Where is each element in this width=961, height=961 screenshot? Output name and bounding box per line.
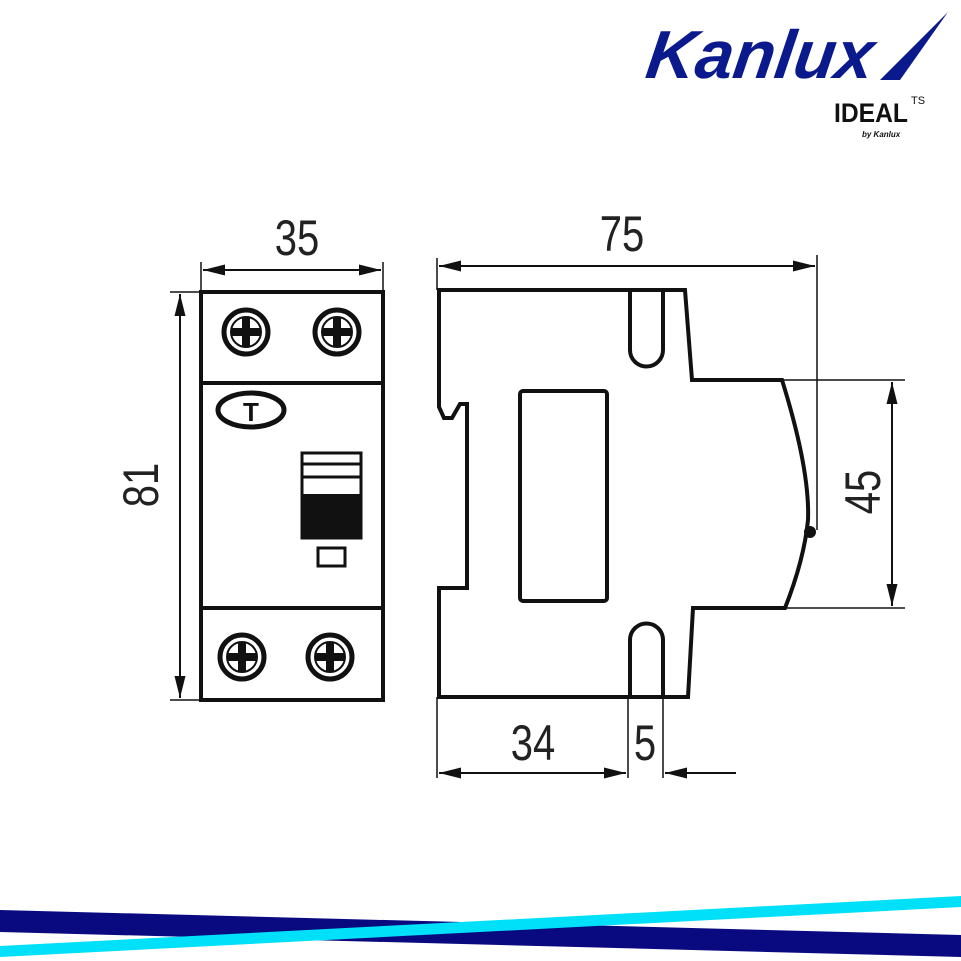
ideal-ts-mark: TS [911,95,925,107]
label-window [518,389,609,603]
dimension-75: 75 [436,206,818,530]
svg-text:45: 45 [835,470,891,514]
ideal-logo: IDEAL TS by Kanlux [834,95,925,139]
svg-text:5: 5 [634,715,656,771]
svg-text:81: 81 [113,463,169,507]
screw-icon [305,632,355,682]
dimension-45: 45 [782,379,905,609]
screw-icon [217,632,267,682]
logo-text: Kanlux [642,17,882,93]
ideal-text: IDEAL [834,98,908,128]
logo-swoosh-icon [880,12,948,80]
dimension-34: 34 [436,697,629,779]
cyan-stripe [0,896,961,957]
dark-stripe [0,910,961,957]
byline-text: by Kanlux [862,130,901,139]
footer-stripes [0,896,961,957]
dimension-81: 81 [113,291,201,701]
toggle-lever [300,451,363,540]
front-view: T [199,290,385,702]
mounting-slot [628,621,665,697]
screw-icon [221,307,271,357]
svg-text:75: 75 [600,206,644,262]
svg-text:35: 35 [275,210,319,266]
screw-icon [312,307,362,357]
dimension-35: 35 [200,210,384,292]
test-button-label: T [243,397,259,427]
dimension-5: 5 [634,697,736,779]
svg-text:34: 34 [511,715,555,771]
kanlux-logo: Kanlux [642,12,948,93]
side-view [437,288,816,699]
mounting-slot [628,290,665,369]
indicator-window [316,546,347,568]
test-button [215,390,287,430]
